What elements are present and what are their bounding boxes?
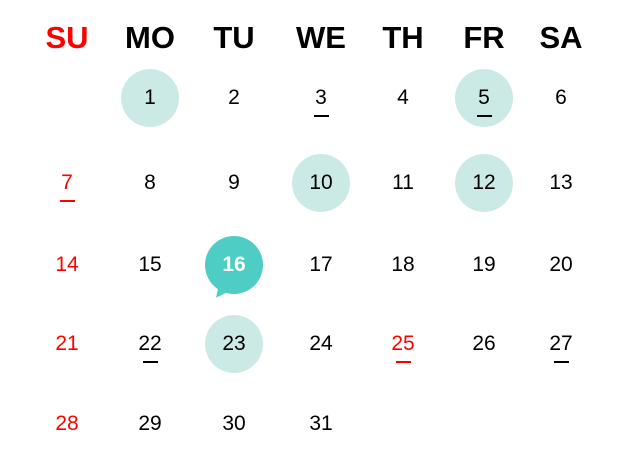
day-number: 25 [391,332,415,363]
day-number: 8 [144,171,156,194]
event-marker-icon [553,361,569,363]
calendar-day[interactable]: 21 [38,315,96,373]
weekday-header-tu: TU [213,20,255,55]
calendar-day[interactable]: 30 [205,395,263,453]
day-number: 18 [391,253,415,276]
event-marker-icon [314,115,329,117]
calendar-day[interactable]: 2 [205,69,263,127]
day-number: 9 [228,171,240,194]
event-marker-icon [60,200,75,202]
day-number: 5 [477,86,492,117]
day-number: 16 [222,253,246,276]
day-number: 31 [309,412,333,435]
day-number: 12 [472,171,496,194]
day-number: 19 [472,253,496,276]
calendar-day[interactable]: 15 [121,236,179,294]
calendar-day[interactable]: 13 [532,154,590,212]
weekday-header-mo: MO [125,20,175,55]
calendar-day[interactable]: 17 [292,236,350,294]
event-marker-icon [142,361,158,363]
day-number: 15 [138,253,162,276]
day-number: 29 [138,412,162,435]
calendar-day[interactable]: 7 [38,154,96,212]
day-number: 24 [309,332,333,355]
selected-day[interactable]: 16 [205,236,263,303]
day-number: 27 [549,332,573,363]
calendar-day[interactable]: 10 [292,154,350,212]
day-number: 22 [138,332,162,363]
weekday-header-sa: SA [539,20,583,55]
day-number: 3 [314,86,329,117]
day-number: 6 [555,86,567,109]
calendar-day[interactable]: 22 [121,315,179,373]
calendar-day[interactable]: 6 [532,69,590,127]
calendar-day[interactable]: 29 [121,395,179,453]
calendar-day[interactable]: 27 [532,315,590,373]
speech-bubble-tail-icon [212,283,232,303]
calendar-day[interactable]: 20 [532,236,590,294]
calendar-day[interactable]: 19 [455,236,513,294]
day-number: 26 [472,332,496,355]
weekday-header-fr: FR [463,20,505,55]
day-number: 28 [55,412,79,435]
weekday-header-th: TH [382,20,424,55]
calendar-day[interactable]: 12 [455,154,513,212]
event-marker-icon [477,115,492,117]
calendar-day[interactable]: 25 [374,315,432,373]
calendar-day[interactable]: 5 [455,69,513,127]
day-number: 13 [549,171,573,194]
event-marker-icon [395,361,411,363]
day-number: 14 [55,253,79,276]
day-number: 20 [549,253,573,276]
calendar-day[interactable]: 24 [292,315,350,373]
day-number: 30 [222,412,246,435]
calendar-day[interactable]: 18 [374,236,432,294]
day-number: 2 [228,86,240,109]
day-number: 7 [60,171,75,202]
calendar-day[interactable]: 11 [374,154,432,212]
calendar-day[interactable]: 9 [205,154,263,212]
day-number: 21 [55,332,79,355]
day-number: 11 [392,171,414,194]
calendar-day[interactable]: 4 [374,69,432,127]
day-number: 1 [144,86,156,109]
calendar-day[interactable]: 31 [292,395,350,453]
weekday-header-we: WE [296,20,346,55]
calendar-day[interactable]: 8 [121,154,179,212]
calendar-day[interactable]: 28 [38,395,96,453]
calendar-day[interactable]: 23 [205,315,263,373]
calendar-day[interactable]: 14 [38,236,96,294]
calendar-day[interactable]: 26 [455,315,513,373]
day-number: 17 [309,253,333,276]
weekday-header-su: SU [45,20,89,55]
day-number: 23 [222,332,246,355]
day-number: 10 [309,171,333,194]
calendar-day[interactable]: 1 [121,69,179,127]
day-number: 4 [397,86,409,109]
calendar-day[interactable]: 3 [292,69,350,127]
